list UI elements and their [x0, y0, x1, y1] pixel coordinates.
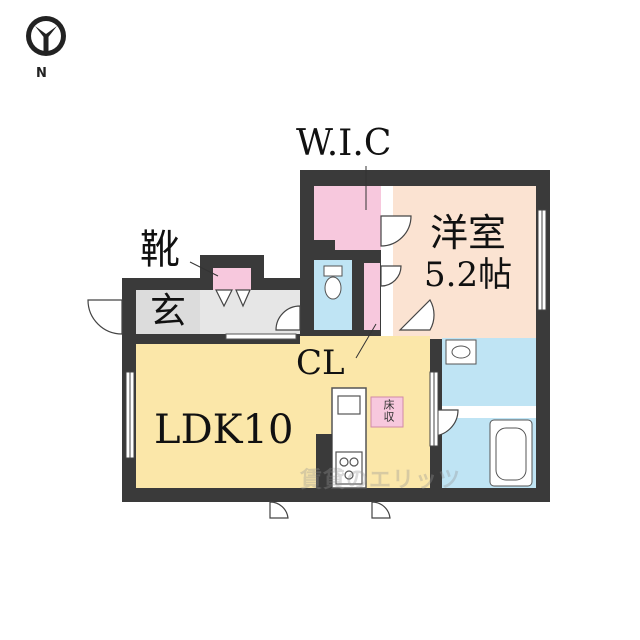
leader-lines — [189, 166, 377, 359]
closet-door — [380, 265, 402, 287]
front-door — [87, 299, 123, 335]
stove-icon — [335, 451, 363, 485]
western-room-door — [398, 299, 435, 331]
balcony-door-left — [269, 501, 289, 519]
kitchen-counter — [316, 387, 367, 489]
sink-icon — [337, 395, 361, 415]
toilet-door — [275, 305, 301, 331]
shoes-label: 靴 — [140, 227, 180, 273]
entrance-label: 玄 — [150, 291, 187, 332]
closet-area — [364, 263, 380, 330]
shoe-cabinet-door — [215, 289, 233, 308]
wic-door — [380, 215, 412, 247]
bathtub-icon — [489, 419, 533, 487]
floor-storage-box — [370, 396, 404, 428]
windows — [125, 209, 547, 459]
closet-label: CL — [296, 343, 345, 383]
western-room-label: 洋室 — [430, 211, 507, 255]
wic-area — [314, 186, 381, 250]
shoe-cabinet — [213, 268, 251, 290]
entrance-step — [225, 333, 297, 340]
balcony-door-right — [371, 501, 391, 519]
wic-label: W.I.C — [296, 123, 392, 164]
compass-label: N — [36, 66, 47, 81]
doors — [87, 215, 459, 519]
ldk-label: LDK10 — [154, 407, 294, 453]
north-arrow-icon — [26, 16, 66, 56]
western-room-size: 5.2帖 — [424, 255, 513, 295]
watermark: 賃貸のエリッツ — [300, 468, 462, 493]
floor-storage-label: 床収 — [382, 399, 395, 423]
toilet-icon — [323, 265, 343, 300]
washbasin-icon — [445, 339, 477, 365]
